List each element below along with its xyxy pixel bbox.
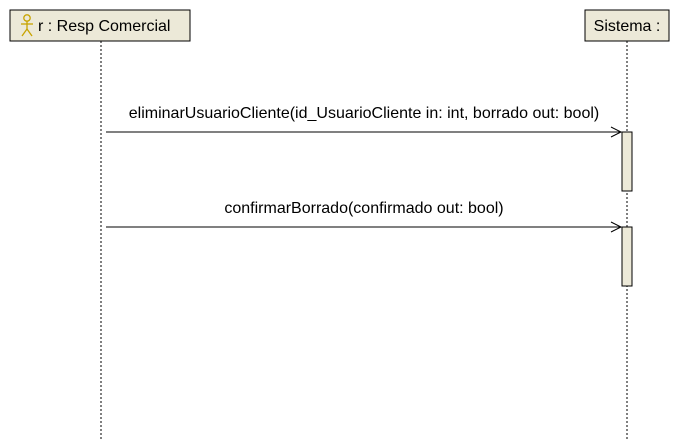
message-confirmar-borrado[interactable]: confirmarBorrado(confirmado out: bool) [106, 200, 623, 233]
actor-stick-figure-icon [21, 14, 33, 37]
actor-header-box [9, 9, 191, 42]
activation-bar-1 [621, 131, 633, 192]
message-1-label: eliminarUsuarioCliente(id_UsuarioCliente… [129, 105, 599, 122]
message-eliminar-usuario-cliente[interactable]: eliminarUsuarioCliente(id_UsuarioCliente… [106, 105, 623, 138]
message-1-arrowhead [610, 126, 623, 138]
system-lifeline-header[interactable]: Sistema : [584, 9, 670, 42]
actor-lifeline-label: r : Resp Comercial [38, 18, 170, 35]
message-2-arrowhead [610, 221, 623, 233]
actor-lifeline-header[interactable]: r : Resp Comercial [9, 9, 191, 42]
system-lifeline-label: Sistema : [594, 18, 661, 35]
message-2-label: confirmarBorrado(confirmado out: bool) [224, 200, 503, 217]
activation-bar-2 [621, 226, 633, 287]
system-header-box [584, 9, 670, 42]
